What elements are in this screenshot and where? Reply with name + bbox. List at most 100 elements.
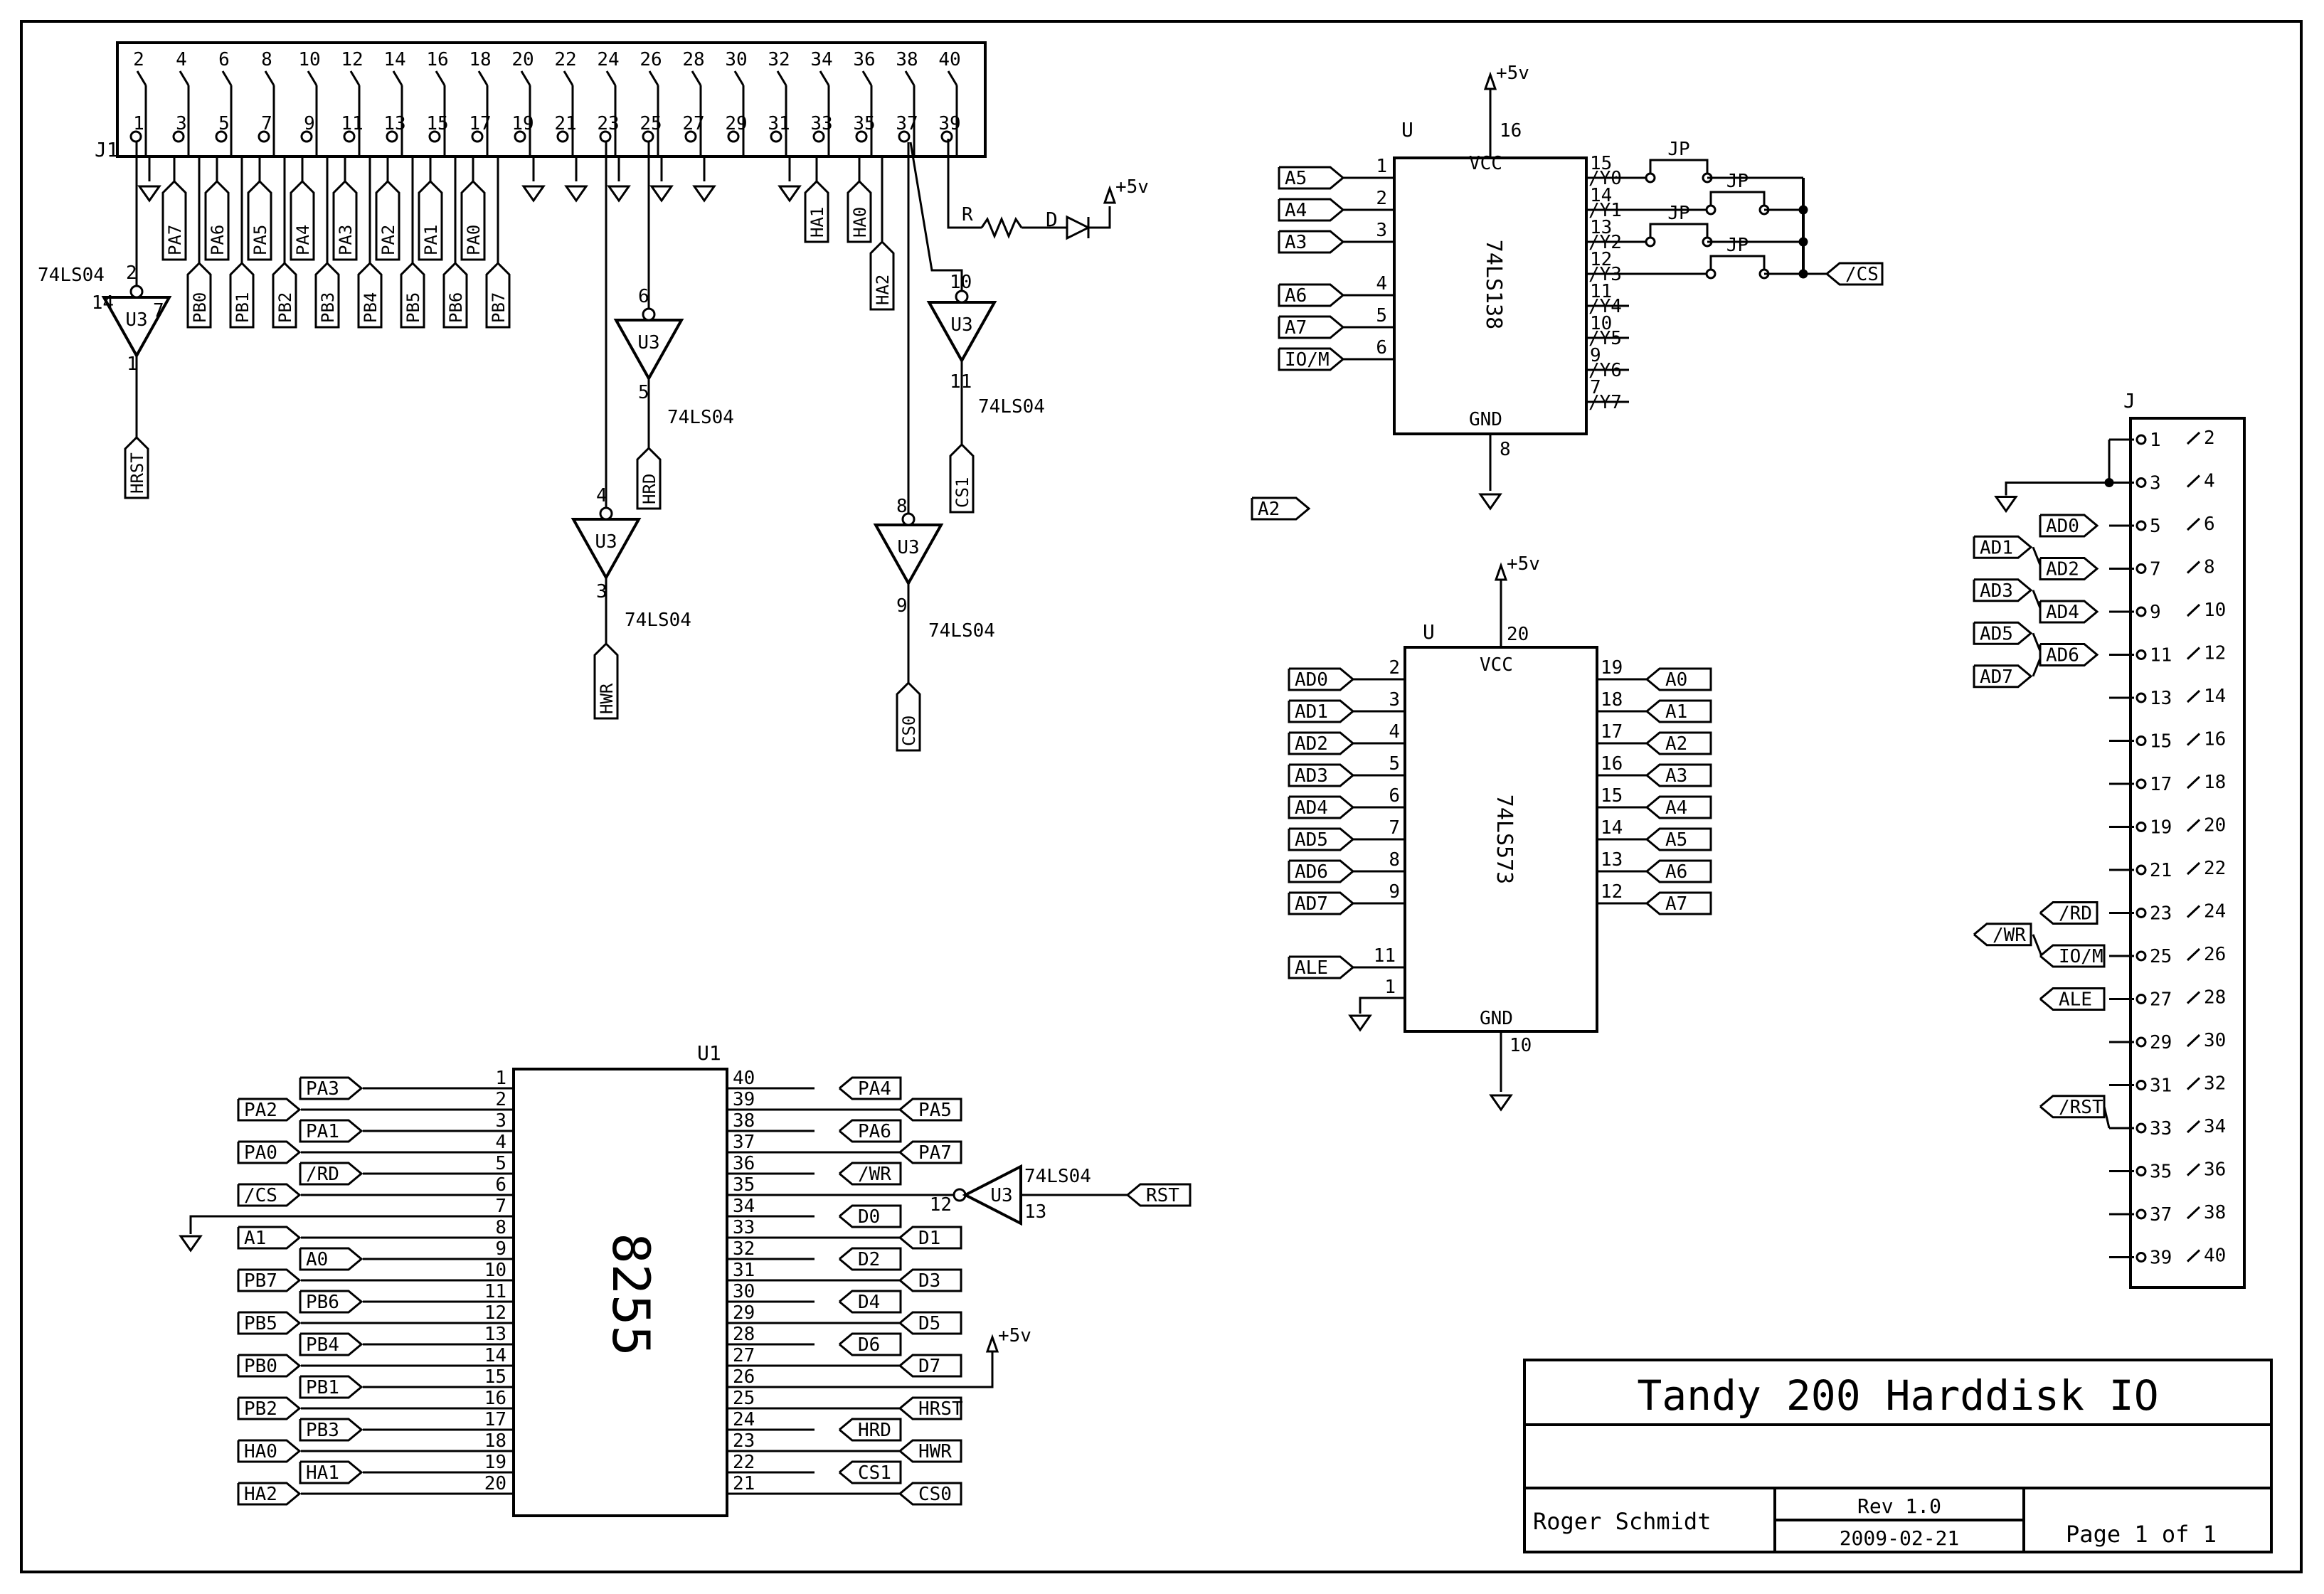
net-label-text: AD4: [1295, 797, 1328, 819]
net-label-text: PB7: [489, 292, 509, 323]
net-label-text: /WR: [1993, 925, 2026, 946]
net-label-outline: [272, 262, 297, 329]
net-label-text: /RD: [2059, 903, 2092, 925]
net-label-text: AD6: [1295, 861, 1328, 883]
j1-pin-number-even: 6: [218, 49, 230, 70]
net-label-outline: [1288, 955, 1355, 979]
net-label-text: /WR: [858, 1164, 891, 1185]
net-label: AD2: [2039, 557, 2099, 580]
net-label-text: PA4: [858, 1078, 891, 1100]
j-pin-odd: 19: [2150, 817, 2172, 839]
net-label: AD6: [2039, 643, 2099, 666]
latch-part-name: 74LS573: [1492, 795, 1517, 884]
net-label-text: RST: [1146, 1185, 1179, 1206]
ground-symbol: [179, 1235, 203, 1253]
decoder-body: [1393, 156, 1588, 435]
cs1-wire: [909, 142, 963, 295]
part-label: 74LS04: [625, 610, 691, 631]
net-label: A1: [237, 1226, 302, 1250]
net-label-outline: [485, 262, 511, 329]
j-even-pin-stub: [2186, 1163, 2201, 1176]
j-even-pin-stub: [2186, 733, 2201, 746]
net-label-text: HWR: [597, 683, 617, 714]
net-label-text: HRD: [640, 474, 659, 504]
net-label: A4: [1646, 795, 1712, 819]
part-label: 74LS04: [38, 265, 105, 286]
net-label-text: D3: [918, 1270, 940, 1292]
j-odd-pin: [2135, 778, 2147, 790]
net-label: AD7: [1288, 891, 1355, 915]
j1-even-pin-stub: [648, 70, 659, 86]
net-label-outline: [299, 1290, 364, 1314]
inverter-bubble: [955, 289, 969, 304]
jumper-bridge: [1709, 255, 1766, 270]
net-label-text: D5: [918, 1313, 940, 1334]
j-pin-even: 14: [2204, 686, 2226, 707]
net-label-text: PB2: [244, 1398, 277, 1420]
j1-even-pin-stub: [477, 70, 489, 86]
net-label-text: A4: [1665, 797, 1687, 819]
net-label-text: PB4: [361, 292, 381, 323]
net-label-outline: [899, 1226, 962, 1250]
j1-pin-number-even: 32: [768, 49, 790, 70]
j-pin-odd: 27: [2150, 989, 2172, 1011]
j-even-pin-stub: [2186, 905, 2201, 918]
pin-num: 9: [1590, 345, 1601, 366]
net-label-outline: [375, 180, 400, 261]
pin-num: 8: [1389, 849, 1400, 871]
net-label-vertical: PA5: [247, 180, 272, 261]
pin-num: 10: [950, 272, 972, 293]
net-label-outline: [299, 1076, 364, 1100]
pin-num: 35: [733, 1174, 755, 1196]
j-odd-pin: [2135, 1122, 2147, 1134]
j-odd-pin: [2135, 1036, 2147, 1048]
j-pin-odd: 25: [2150, 946, 2172, 967]
pin-num: 31: [733, 1260, 755, 1281]
pin-name: /Y5: [1588, 328, 1622, 349]
resistor-symbol: [980, 216, 1023, 239]
j-odd-pin: [2135, 950, 2147, 962]
net-label-outline: [1646, 795, 1712, 819]
net-label-vertical: PB7: [485, 262, 511, 329]
net-label-text: AD1: [1980, 537, 2013, 558]
j1-even-pin-stub: [947, 70, 958, 86]
net-label-outline: [839, 1119, 902, 1143]
ground-symbol: [521, 185, 546, 203]
j1-odd-pin: [215, 130, 228, 143]
net-label-outline: [460, 180, 486, 261]
j1-pin-number-even: 4: [176, 49, 187, 70]
net-label: HA1: [299, 1460, 364, 1484]
j-pin-even: 38: [2204, 1202, 2226, 1223]
j-odd-pin: [2135, 649, 2147, 660]
pin-num: 10: [484, 1260, 506, 1281]
pin-num: 40: [733, 1068, 755, 1089]
net-label-text: PA2: [378, 225, 398, 255]
pin-num: 5: [1376, 305, 1387, 326]
net-label-outline: [1278, 347, 1345, 371]
net-label-vertical: PA6: [204, 180, 230, 261]
net-label-text: HA0: [244, 1441, 277, 1462]
j-pin-odd: 37: [2150, 1204, 2172, 1226]
pin-num: 33: [733, 1217, 755, 1238]
net-label: D6: [839, 1332, 902, 1356]
net-label-outline: [839, 1290, 902, 1314]
net-label-text: /RST: [2059, 1097, 2103, 1118]
net-label-outline: [2039, 944, 2106, 968]
pin-num: 12: [1601, 881, 1623, 903]
ground-symbol: [607, 185, 631, 203]
revision-text: Rev 1.0: [1857, 1494, 1941, 1518]
j1-odd-pin: [428, 130, 441, 143]
pin-num: 4: [596, 485, 607, 506]
vcc-label: +5v: [998, 1325, 1031, 1346]
net-label-text: CS1: [953, 477, 972, 508]
net-label: /RD: [299, 1162, 364, 1186]
j-pin-odd: 33: [2150, 1118, 2172, 1139]
j1-pin-number-even: 36: [853, 49, 875, 70]
j1-even-pin-stub: [776, 70, 787, 86]
j1-odd-pin: [642, 130, 654, 143]
j1-even-pin-stub: [861, 70, 873, 86]
pin-name: /Y3: [1588, 264, 1622, 285]
ppi-part-name: 8255: [601, 1233, 661, 1356]
pin-num: 34: [733, 1196, 755, 1217]
vcc-arrow: [1483, 71, 1497, 90]
